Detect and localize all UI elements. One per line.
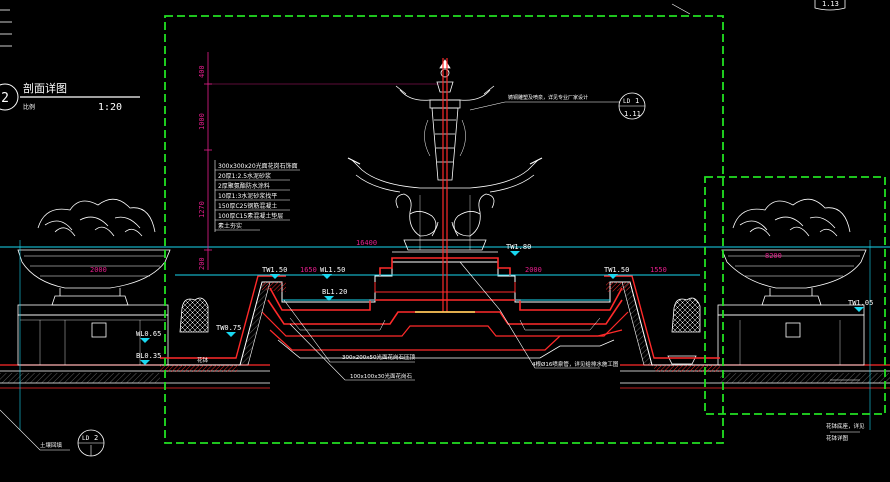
- dim-v-top: 400: [198, 65, 206, 78]
- level-tw-left: TW1.50: [262, 266, 287, 274]
- vertical-dimension: [204, 52, 440, 270]
- left-ground-hatch: [0, 373, 160, 383]
- sculpture-note: 铸铜雕塑及喷泉，详见专业厂家设计: [508, 94, 588, 101]
- leader-planter-note: 花钵: [197, 356, 209, 364]
- drawing-title: 剖面详图: [23, 81, 67, 95]
- leader-right-note-1: 花钵底座，详见: [826, 422, 865, 430]
- layer-note-2: 20厚1:2.5水泥砂浆: [218, 172, 271, 180]
- level-bl-mid: BL1.20: [322, 288, 347, 296]
- level-tw-right-low: TW1.05: [848, 299, 873, 307]
- leader-coping: 100x100x30光面花岗石: [350, 372, 413, 380]
- dim-left-step: 1650: [300, 266, 317, 274]
- level-tw-right: TW1.50: [604, 266, 629, 274]
- detail-callout-bottom: LD 2: [77, 429, 105, 457]
- dim-left-pool: 2000: [90, 266, 107, 274]
- layer-notes: 300x300x20光面花岗石饰面 20厚1:2.5水泥砂浆 2厚聚氨酯防水涂料…: [214, 160, 300, 232]
- dim-total-width: 16400: [356, 239, 377, 247]
- detail-ref-prefix-bottom: LD: [82, 435, 90, 442]
- detail-frames: [164, 15, 886, 444]
- detail-ref-number-bottom: 2: [94, 434, 98, 442]
- layer-note-5: 150厚C25钢筋混凝土: [218, 202, 277, 210]
- layer-note-7: 素土夯实: [218, 222, 242, 230]
- sheet-number: 2: [1, 91, 9, 106]
- dim-right-width: 8200: [765, 252, 782, 260]
- corner-reference: 1.13: [671, 0, 846, 15]
- water-lines: [0, 240, 890, 430]
- section-title-block: 2 剖面详图 比例 1:20: [0, 81, 140, 113]
- left-planter: [17, 198, 171, 366]
- bottom-leaders: 300x200x50光面花岗石压顶 100x100x30光面花岗石 4根Ø16喷…: [0, 261, 865, 451]
- layer-note-6: 100厚C15素混凝土垫层: [218, 212, 283, 220]
- corner-reference-text: 1.13: [822, 0, 839, 8]
- layer-note-4: 10厚1:3水泥砂浆找平: [218, 192, 277, 200]
- sheet-number-circle: [0, 83, 19, 111]
- detail-ref-number-top: 1: [635, 97, 639, 105]
- scale-prefix: 比例: [23, 103, 35, 111]
- level-tw-left-low: TW0.75: [216, 324, 241, 332]
- dim-v-mid: 1000: [198, 113, 206, 130]
- right-planter: [717, 198, 867, 366]
- dimension-labels: 16400 2000 1650 2000 1550 8200 400 1000 …: [90, 65, 782, 274]
- center-detail-frame: [164, 15, 724, 444]
- sculpture-callout: 铸铜雕塑及喷泉，详见专业厂家设计 LD 1 1.11: [469, 92, 646, 120]
- dim-v-bot: 1270: [198, 201, 206, 218]
- detail-ref-sheet-top: 1.11: [624, 110, 641, 118]
- dim-right-step: 1550: [650, 266, 667, 274]
- detail-ref-prefix-top: LD: [623, 98, 631, 105]
- small-shrubs: [179, 297, 701, 365]
- fountain-sculpture: [347, 59, 543, 253]
- leader-pipe: 4根Ø16喷泉管，详见给排水施工图: [532, 360, 619, 368]
- sheet-marks-top-left: [0, 9, 12, 47]
- dim-right-pool: 2000: [525, 266, 542, 274]
- level-wl-left-low: WL0.65: [136, 330, 161, 338]
- fountain-pipe: [442, 58, 448, 312]
- level-bl-left-low: BL0.35: [136, 352, 161, 360]
- level-markers: TW1.80 TW1.50 WL1.50 BL1.20 TW1.50 TW1.0…: [136, 243, 873, 365]
- right-detail-frame: [704, 176, 886, 415]
- pool-structure: [160, 257, 720, 372]
- layer-note-3: 2厚聚氨酯防水涂料: [218, 182, 270, 190]
- right-ground-hatch: [720, 373, 890, 383]
- level-wl: WL1.50: [320, 266, 345, 274]
- layer-note-1: 300x300x20光面花岗石饰面: [218, 162, 298, 170]
- leader-bottom-left: 土壤回填: [40, 441, 63, 449]
- leader-rail: 300x200x50光面花岗石压顶: [342, 353, 416, 361]
- leader-right-note-2: 花钵详图: [826, 434, 849, 442]
- ground-layers: [0, 364, 890, 389]
- drawing-scale: 1:20: [98, 102, 122, 113]
- level-tw-top: TW1.80: [506, 243, 531, 251]
- dim-v-base: 200: [198, 257, 206, 270]
